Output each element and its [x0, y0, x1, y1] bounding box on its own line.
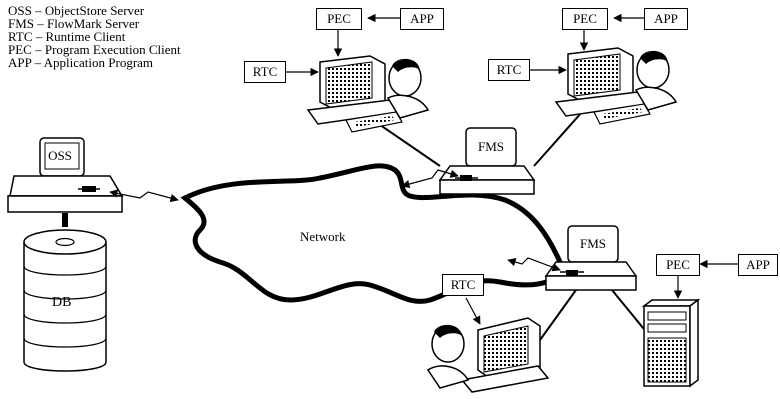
legend-item-app: APP – Application Program [8, 55, 154, 70]
oss-label: OSS [48, 148, 72, 163]
rtc-box-top-right: RTC [488, 59, 530, 81]
legend-item-oss: OSS – ObjectStore Server [8, 3, 145, 18]
rtc-box-top-left: RTC [244, 61, 286, 83]
app-box-top-left: APP [400, 8, 444, 30]
oss-workstation [7, 137, 124, 213]
legend-item-rtc: RTC – Runtime Client [8, 29, 126, 44]
app-box-top-right: APP [644, 8, 688, 30]
pec-box-top-right: PEC [562, 8, 608, 30]
fms-label-top: FMS [477, 139, 505, 154]
rtc-box-bottom: RTC [442, 274, 484, 296]
app-box-bottom: APP [738, 254, 778, 276]
oss-network-link [109, 189, 179, 203]
network-cloud [180, 163, 564, 304]
fms-bottom-network-link [507, 257, 561, 272]
fms-workstation-bottom [544, 225, 638, 291]
pec-box-bottom: PEC [656, 254, 700, 276]
oss-db-link [62, 213, 68, 227]
db-cylinder-icon [23, 229, 107, 372]
legend: OSS – ObjectStore Server FMS – FlowMark … [8, 4, 181, 69]
pec-box-top-left: PEC [316, 8, 362, 30]
network-label: Network [300, 229, 346, 244]
fms-bottom-server-link [611, 289, 649, 335]
rtc-terminal-arrow-bottom [465, 297, 481, 325]
legend-item-pec: PEC – Program Execution Client [8, 42, 181, 57]
client-terminal-top-right [554, 47, 678, 125]
client-terminal-top-left [306, 55, 430, 133]
fms-top-network-link [401, 169, 459, 189]
legend-item-fms: FMS – FlowMark Server [8, 16, 140, 31]
tower-server-icon [641, 298, 701, 388]
fms-bottom-client-link [539, 289, 577, 341]
fms-top-client-right-link [533, 111, 583, 167]
db-label: DB [52, 295, 72, 310]
client-terminal-bottom [426, 317, 550, 393]
fms-label-bottom: FMS [579, 236, 607, 251]
